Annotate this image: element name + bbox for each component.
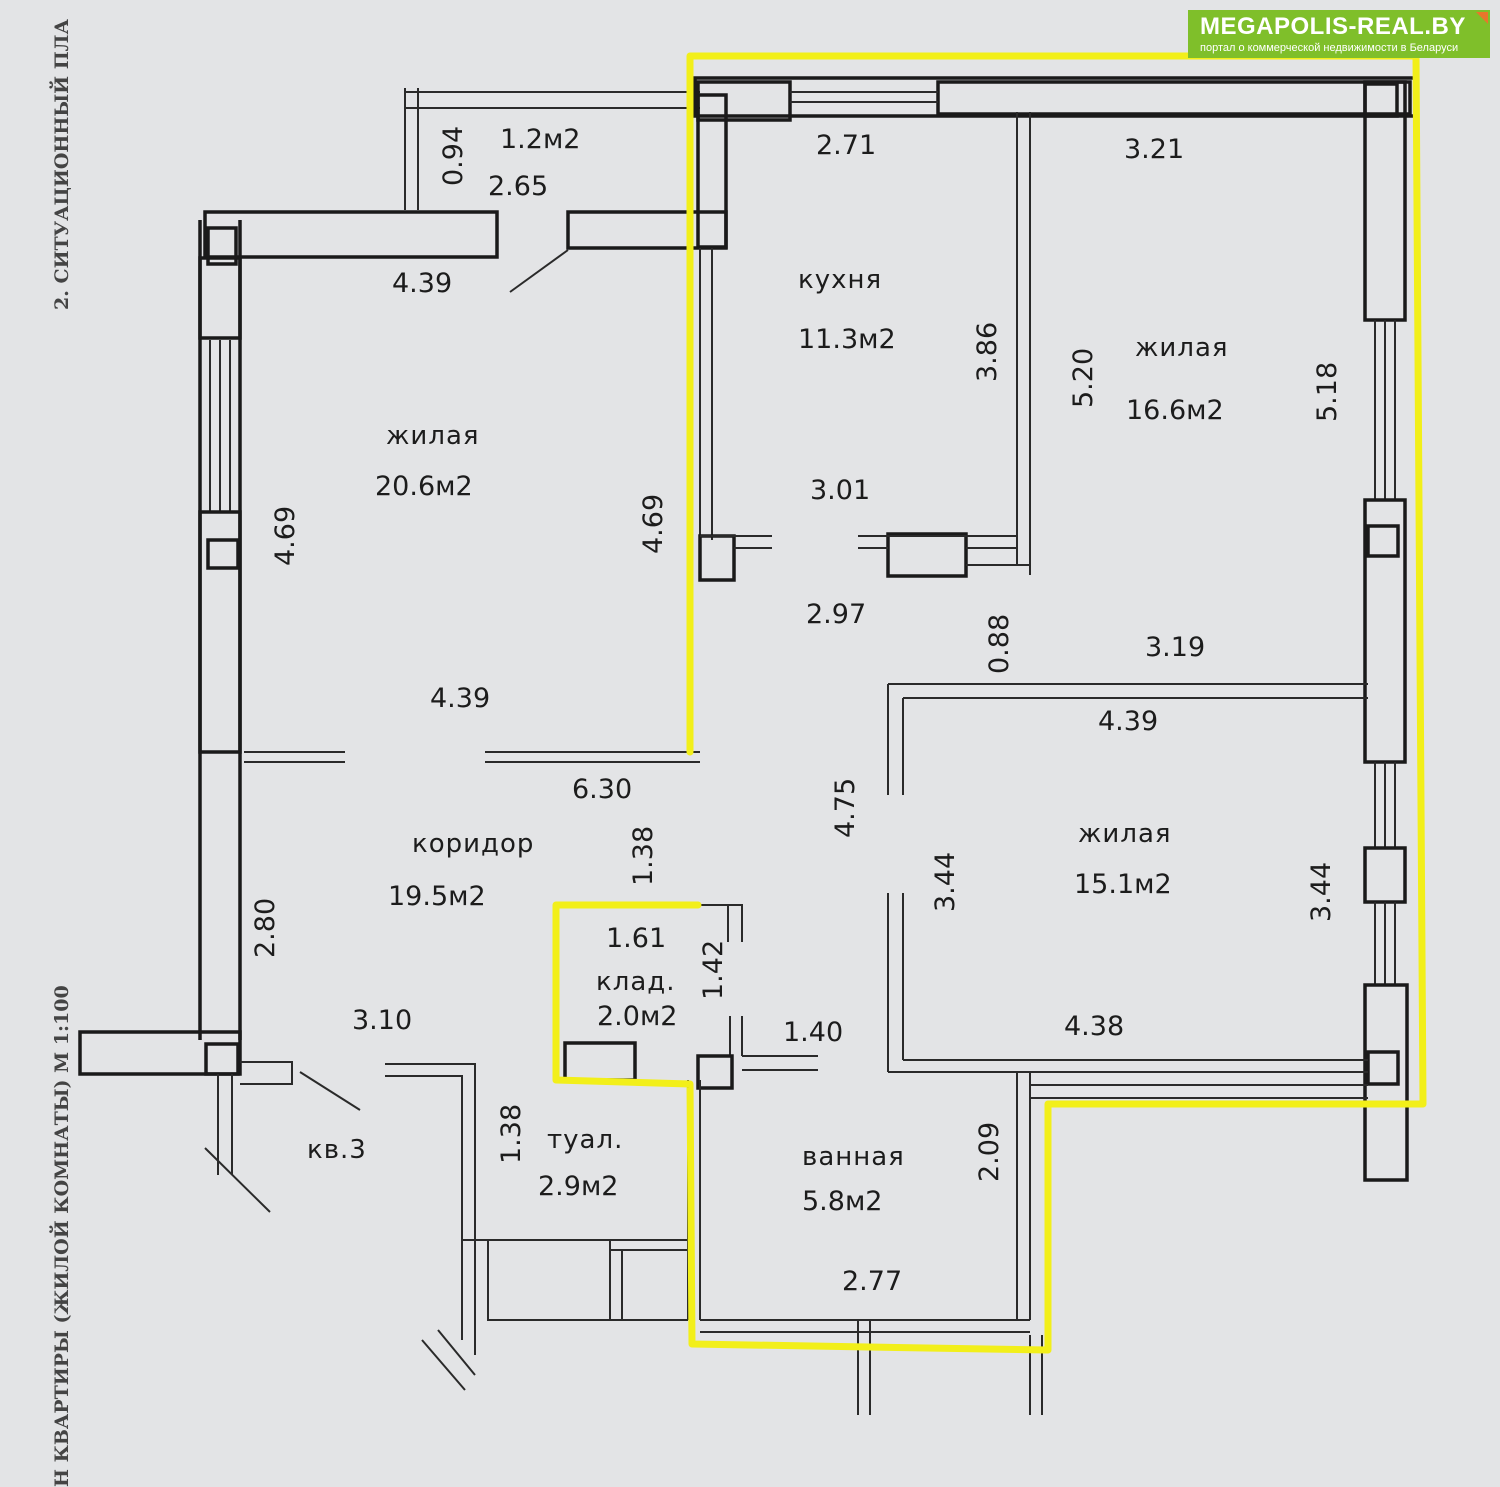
dim-corridor-part: 1.38 [628,826,659,886]
door-line [509,249,569,293]
watermark-subtitle: портал о коммерческой недвижимости в Бел… [1200,42,1459,54]
toilet-area: 2.9м2 [538,1171,619,1202]
kitchen-name: кухня [798,265,882,295]
balcony-rail [404,88,700,210]
dim-corridor-depth: 4.75 [830,778,861,838]
corridor-area: 19.5м2 [388,881,486,912]
neighbor-label: кв.3 [307,1135,367,1165]
dim-kitchen-depth: 3.86 [972,322,1003,382]
dim-living-br-bottom: 4.38 [1064,1011,1124,1042]
wall-top-left [203,210,499,259]
toilet-name: туал. [547,1125,623,1155]
wall-corner-left [78,1030,242,1076]
dim-living-tr-left: 5.20 [1068,348,1099,408]
wall-living-br-top [887,683,1368,795]
bathroom-name: ванная [802,1142,905,1172]
dim-bath-door: 1.40 [783,1017,843,1048]
dim-living-tr-right: 5.18 [1312,362,1343,422]
wall-living-left-bottom [244,751,700,763]
bathroom-area: 5.8м2 [802,1186,883,1217]
storage-area: 2.0м2 [597,1001,678,1032]
dim-living-left-right: 4.69 [638,494,669,554]
dim-living-tr-width: 3.21 [1124,134,1184,165]
living-br-name: жилая [1078,819,1172,849]
wall-toilet [385,1063,688,1355]
dim-storage-width: 1.61 [606,923,666,954]
dim-kitchen-width: 2.71 [816,130,876,161]
dim-living-left-left: 4.69 [270,506,301,566]
living-tr-area: 16.6м2 [1126,395,1224,426]
dim-passage: 2.97 [806,599,866,630]
dim-corridor-side: 2.80 [250,898,281,958]
partition-kitchen [1016,112,1031,575]
dim-balcony-depth: 0.94 [438,126,469,186]
balcony-area: 1.2м2 [500,124,581,155]
watermark-title: MEGAPOLIS-REAL.BY [1200,13,1466,40]
dim-living-br-top: 4.39 [1098,706,1158,737]
dim-storage-depth: 1.42 [698,940,729,1000]
wall-top-mid [566,210,728,250]
dim-entry-width: 3.10 [352,1005,412,1036]
side-caption-bottom: Н КВАРТИРЫ (ЖИЛОЙ КОМНАТЫ) М 1:100 [49,985,73,1487]
kitchen-area: 11.3м2 [798,324,896,355]
living-tr-name: жилая [1135,333,1229,363]
walls [78,76,1417,1415]
corridor-name: коридор [412,829,534,859]
storage-name: клад. [596,967,676,997]
dim-kitchen-bottom: 3.01 [810,475,870,506]
dim-corridor-length: 6.30 [572,774,632,805]
watermark-banner: MEGAPOLIS-REAL.BY портал о коммерческой … [1188,10,1490,58]
dim-bath-width: 2.77 [842,1266,902,1297]
dim-bath-depth: 2.09 [974,1122,1005,1182]
living-left-area: 20.6м2 [375,471,473,502]
dim-living-br-left: 3.44 [930,852,961,912]
dim-nook-depth: 0.88 [984,614,1015,674]
dim-balcony-width: 2.65 [488,171,548,202]
dim-living-br-right: 3.44 [1306,862,1337,922]
dim-nook-width: 3.19 [1145,632,1205,663]
dim-living-left-bottom: 4.39 [430,683,490,714]
living-left-name: жилая [386,421,480,451]
side-caption-top: 2. СИТУАЦИОННЫЙ ПЛА [49,19,73,310]
living-br-area: 15.1м2 [1074,869,1172,900]
highlight-outline [552,52,1427,1354]
dim-living-left-top: 4.39 [392,268,452,299]
watermark-corner-icon [1476,12,1488,24]
room-labels: 1.2м2 кухня 11.3м2 жилая 20.6м2 жилая 16… [307,124,1229,1217]
dim-toilet-depth: 1.38 [496,1104,527,1164]
dimension-labels: 0.94 2.65 2.71 3.21 4.39 3.86 5.20 5.18 … [250,126,1343,1297]
